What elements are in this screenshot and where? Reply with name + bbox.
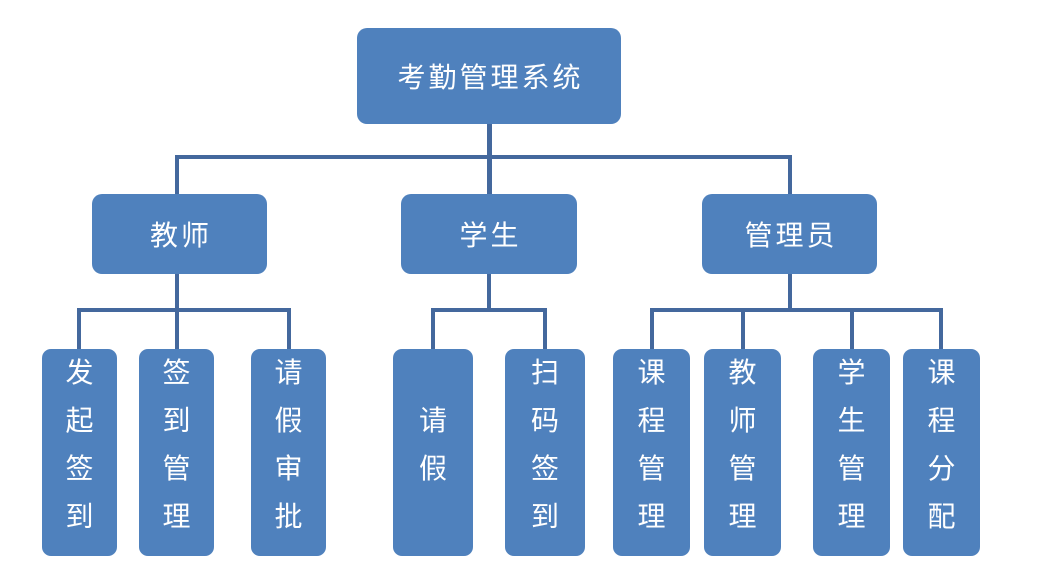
- connector-drop-admin: [788, 155, 792, 194]
- node-admin-label: 管理员: [744, 221, 838, 252]
- leaf-label-char: 理: [637, 501, 666, 533]
- connector-drop-course-assign: [939, 308, 943, 349]
- leaf-label-char: 课: [927, 357, 956, 389]
- leaf-label-char: 师: [728, 405, 757, 437]
- connector-drop-initiate-signin: [77, 308, 81, 349]
- leaf-label-char: 配: [927, 501, 956, 533]
- connector-drop-teacher: [175, 155, 179, 194]
- leaf-label-char: 批: [274, 501, 303, 533]
- node-leave-approval: 请假审批: [251, 349, 326, 556]
- connector-student-stub: [487, 274, 491, 312]
- leaf-label-char: 到: [530, 501, 559, 533]
- leaf-label-char: 到: [65, 501, 94, 533]
- connector-drop-student-mgmt: [850, 308, 854, 349]
- node-course-management: 课程管理: [613, 349, 690, 556]
- leaf-label-char: 学: [837, 357, 866, 389]
- node-student-label: 学生: [459, 221, 522, 252]
- leaf-label-char: 管: [837, 453, 866, 485]
- leaf-label-char: 签: [65, 453, 94, 485]
- connector-level1-horizontal: [175, 155, 792, 159]
- connector-root-stub: [487, 124, 492, 195]
- node-root-label: 考勤管理系统: [397, 63, 584, 94]
- leaf-label-char: 起: [65, 405, 94, 437]
- leaf-label-char: 程: [927, 405, 956, 437]
- leaf-label-char: 生: [837, 405, 866, 437]
- leaf-label-char: 假: [274, 405, 303, 437]
- leaf-label-char: 请: [274, 357, 303, 389]
- leaf-label-char: 管: [728, 453, 757, 485]
- node-initiate-signin: 发起签到: [42, 349, 117, 556]
- leaf-label-char: 管: [637, 453, 666, 485]
- leaf-label-char: 假: [418, 453, 447, 485]
- leaf-label-char: 理: [837, 501, 866, 533]
- connector-drop-course-mgmt: [650, 308, 654, 349]
- connector-admin-horizontal: [650, 308, 943, 312]
- leaf-label-char: 审: [274, 453, 303, 485]
- node-teacher: 教师: [92, 194, 267, 274]
- leaf-label-char: 课: [637, 357, 666, 389]
- connector-drop-scan-signin: [543, 308, 547, 349]
- leaf-label-char: 请: [418, 405, 447, 437]
- node-student: 学生: [401, 194, 577, 274]
- leaf-label-char: 到: [162, 405, 191, 437]
- node-teacher-label: 教师: [149, 221, 212, 252]
- node-root-attendance-system: 考勤管理系统: [357, 28, 621, 124]
- leaf-label-char: 分: [927, 453, 956, 485]
- leaf-label-char: 管: [162, 453, 191, 485]
- node-course-assignment: 课程分配: [903, 349, 980, 556]
- leaf-label-char: 理: [162, 501, 191, 533]
- leaf-label-char: 码: [530, 405, 559, 437]
- connector-drop-leave-approval: [287, 308, 291, 349]
- node-leave-request: 请假: [393, 349, 473, 556]
- connector-student-horizontal: [431, 308, 547, 312]
- leaf-label-char: 教: [728, 357, 757, 389]
- node-admin: 管理员: [702, 194, 877, 274]
- leaf-label-char: 签: [162, 357, 191, 389]
- connector-drop-teacher-mgmt: [741, 308, 745, 349]
- leaf-label-char: 程: [637, 405, 666, 437]
- connector-teacher-horizontal: [77, 308, 291, 312]
- node-signin-management: 签到管理: [139, 349, 214, 556]
- node-student-management: 学生管理: [813, 349, 890, 556]
- node-scan-code-signin: 扫码签到: [505, 349, 585, 556]
- node-teacher-management: 教师管理: [704, 349, 781, 556]
- leaf-label-char: 理: [728, 501, 757, 533]
- leaf-label-char: 发: [65, 357, 94, 389]
- leaf-label-char: 扫: [530, 357, 559, 389]
- connector-drop-leave: [431, 308, 435, 349]
- leaf-label-char: 签: [530, 453, 559, 485]
- connector-admin-stub: [788, 274, 792, 312]
